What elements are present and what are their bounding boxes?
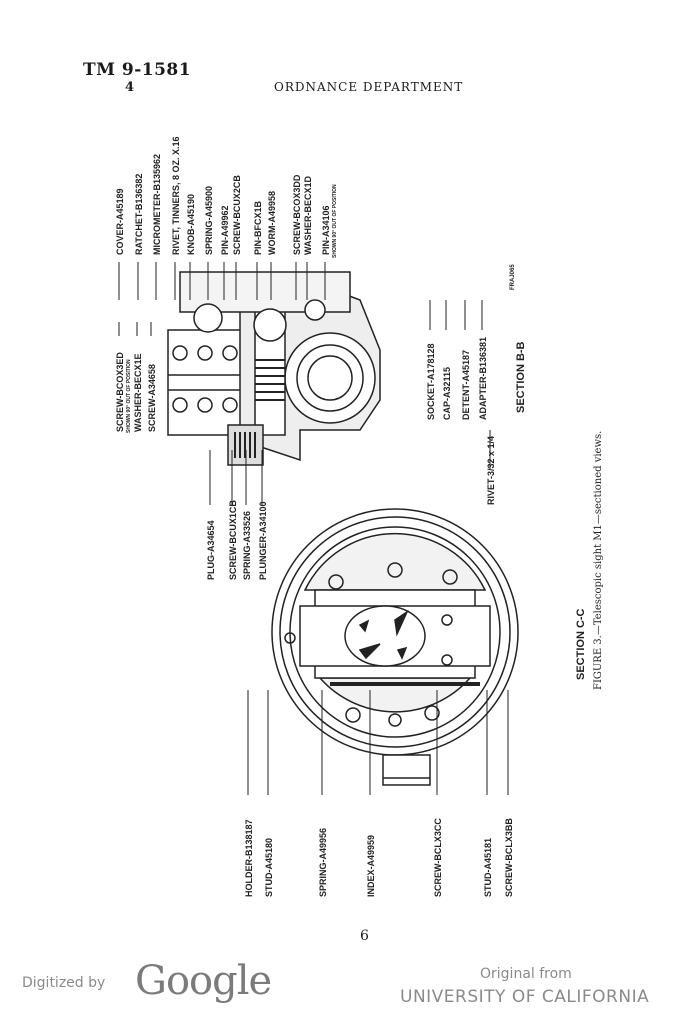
part-label: KNOB-A45190 [186, 194, 196, 255]
section-c-c-label: SECTION C-C [575, 608, 587, 680]
part-label: HOLDER-B138187 [244, 819, 254, 897]
part-label: WASHER-BECX1D [303, 175, 313, 255]
section-page-number: 4 [125, 80, 135, 95]
part-label: SPRING-A49956 [318, 828, 328, 897]
part-label: SCREW-BCUX2CB [232, 175, 242, 255]
part-label: STUD-A45181 [483, 838, 493, 897]
university-text: UNIVERSITY OF CALIFORNIA [400, 987, 650, 1007]
part-label: SCREW-BCLX3BB [504, 818, 514, 897]
part-label: PLUNGER-A34100 [258, 501, 268, 580]
document-number: TM 9-1581 [83, 60, 192, 80]
rivet-label: RIVET-3/32 x 1/4 [486, 436, 496, 505]
bolt-holes [172, 345, 238, 413]
part-label: SCREW-BCUX1CB [228, 500, 238, 580]
part-label: RIVET, TINNERS, 8 OZ. X.16 [171, 136, 181, 255]
part-label: PIN-A49962 [220, 205, 230, 255]
part-label: INDEX-A49959 [366, 835, 376, 897]
part-label: SCREW-A34658 [147, 364, 157, 432]
part-label: MICROMETER-B135962 [152, 154, 162, 255]
part-label: SHOWN 90° OUT OF POSITION [126, 359, 132, 433]
part-label: CAP-A32115 [442, 367, 452, 420]
part-labels: COVER-A45189 RATCHET-B136382 MICROMETER-B1… [115, 136, 604, 897]
part-label: DETENT-A45187 [461, 350, 471, 420]
part-label: WASHER-BECX1E [133, 353, 143, 432]
part-label: SPRING-A33526 [242, 511, 252, 580]
digitized-by-text: Digitized by [22, 975, 106, 991]
part-label: SCREW-BCOX3ED [115, 352, 125, 432]
part-label: WORM-A49958 [267, 191, 277, 255]
part-label: PIN-BFCX1B [253, 200, 263, 255]
part-label: SPRING-A45900 [204, 186, 214, 255]
part-label: SOCKET-A178128 [426, 343, 436, 420]
part-label: PLUG-A34654 [206, 520, 216, 580]
section-b-b-label: SECTION B-B [515, 341, 527, 413]
page-number: 6 [360, 928, 369, 944]
part-label: STUD-A45180 [264, 838, 274, 897]
part-label: COVER-A45189 [115, 188, 125, 255]
part-label: ADAPTER-B136381 [478, 337, 488, 420]
original-from-text: Original from [480, 966, 572, 982]
reticle [344, 605, 426, 667]
google-logo: Google [135, 958, 272, 1004]
running-head: ORDNANCE DEPARTMENT [274, 80, 464, 94]
reference-code: FRAJ065 [510, 264, 516, 290]
part-label: PIN-A34106 [321, 205, 331, 255]
figure-caption: FIGURE 3.—Telescopic sight M1—sectioned … [593, 431, 604, 690]
part-label: RATCHET-B136382 [134, 174, 144, 255]
part-label: SCREW-BCOX3DD [292, 174, 302, 255]
c-section-holes [284, 562, 458, 727]
index [382, 754, 431, 786]
part-label: SHOWN 90° OUT OF POSITION [332, 184, 338, 258]
part-label: SCREW-BCLX3CC [433, 818, 443, 897]
